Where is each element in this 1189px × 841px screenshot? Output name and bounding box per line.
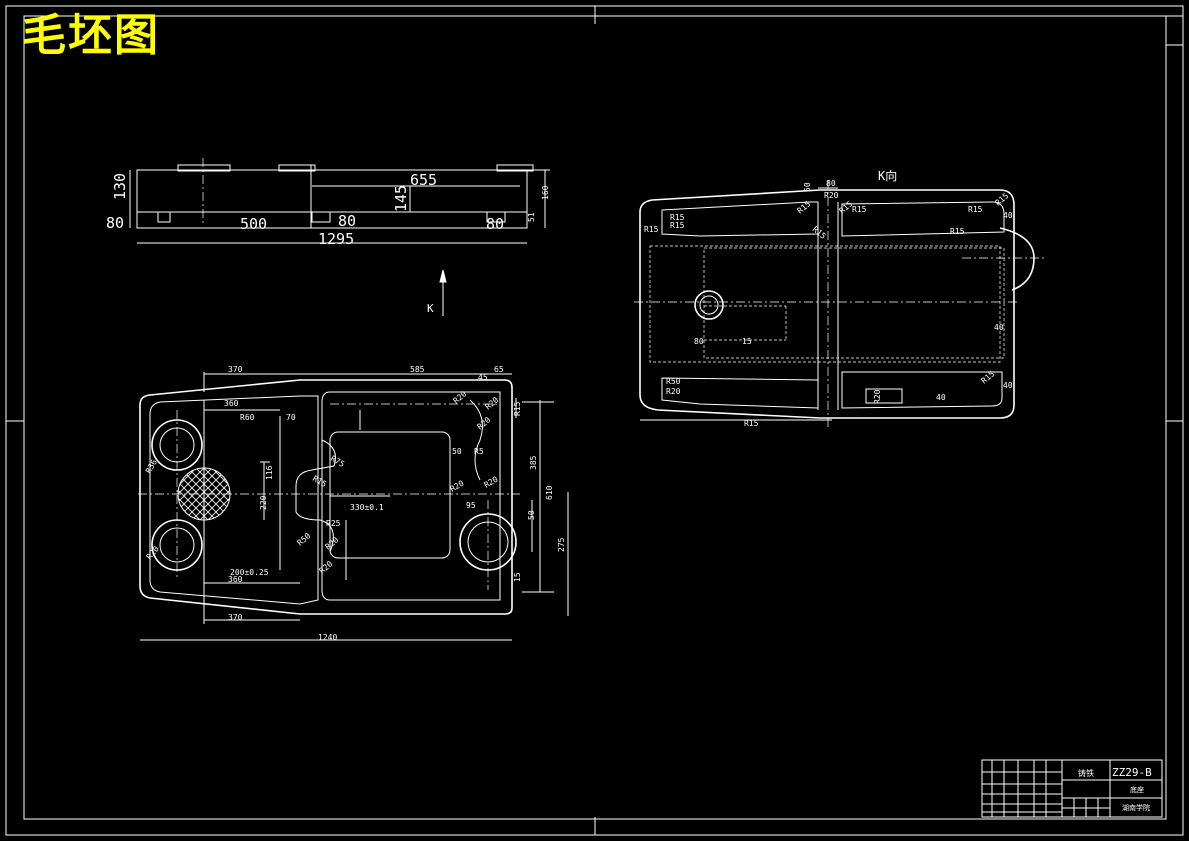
dim-text: R15 (950, 227, 965, 236)
drawing-number: ZZ29-B (1112, 766, 1152, 779)
dim-text: 360 (228, 575, 243, 584)
dim-text: 15 (742, 337, 752, 346)
dim-text: R20 (476, 415, 493, 431)
dim-text: 80 (338, 212, 356, 230)
material-text: 铸铁 (1078, 768, 1094, 778)
arrow-label: K (427, 302, 434, 315)
dim-text: R50 (666, 377, 681, 386)
dim-text: 585 (410, 365, 425, 374)
dim-text: 1295 (318, 230, 354, 248)
dim-text: R20 (824, 191, 839, 200)
dim-text: 610 (545, 485, 554, 500)
dim-text: R15 (994, 191, 1011, 207)
k-view-dims: 80 50 R20 R15 R15 R15 R15 R15 R15 R15 R1… (644, 179, 1013, 428)
dim-text: 655 (410, 171, 437, 189)
dim-text: R20 (873, 389, 882, 404)
school-name: 湖南学院 (1122, 803, 1150, 812)
dim-text: 500 (240, 215, 267, 233)
dim-text: 1240 (318, 633, 337, 642)
title-block: 铸铁 ZZ29-B 底座 湖南学院 (981, 759, 1163, 818)
view-label: K向 (878, 168, 897, 183)
dim-text: 370 (228, 613, 243, 622)
dim-text: R25 (326, 519, 341, 528)
centering-marks (6, 6, 1183, 835)
dim-text: R20 (666, 387, 681, 396)
dim-text: 80 (486, 215, 504, 233)
drawing-title: 毛坯图 (22, 10, 160, 61)
dim-text: 95 (466, 501, 476, 510)
part-name: 底座 (1130, 785, 1144, 794)
dim-text: 51 (527, 212, 536, 222)
dim-text: 40 (994, 323, 1004, 332)
dim-text: 15 (513, 572, 522, 582)
dim-text: 160 (541, 185, 550, 200)
dim-text: R20 (449, 479, 466, 494)
dim-text: 40 (936, 393, 946, 402)
dim-text: 45 (478, 373, 488, 382)
dim-text: 130 (111, 173, 129, 200)
dim-text: 70 (286, 413, 296, 422)
front-view (129, 158, 550, 244)
dim-text: R15 (968, 205, 983, 214)
plan-view (138, 372, 569, 641)
dim-text: 65 (494, 365, 504, 374)
dim-text: R20 (145, 544, 161, 561)
dim-text: 40 (1003, 211, 1013, 220)
dim-text: R20 (324, 535, 341, 551)
dim-text: R15 (644, 225, 659, 234)
dim-text: R15 (852, 205, 867, 214)
dim-text: 370 (228, 365, 243, 374)
front-view-dims: 130 80 655 145 160 500 80 80 51 1295 (106, 171, 550, 248)
dim-text: R5 (474, 447, 484, 456)
dim-text: 50 (452, 447, 462, 456)
dim-text: 40 (1003, 381, 1013, 390)
dim-text: 80 (694, 337, 704, 346)
k-view (634, 180, 1044, 430)
dim-text: 220 (259, 495, 268, 510)
dim-text: R15 (513, 401, 522, 416)
dim-text: 330±0.1 (350, 503, 384, 512)
dim-text: R20 (483, 475, 500, 490)
dim-text: R15 (311, 474, 328, 489)
dim-text: 145 (392, 185, 410, 212)
dim-text: R15 (811, 225, 828, 241)
dim-text: R15 (670, 221, 685, 230)
dim-text: 116 (265, 465, 274, 480)
dim-text: 200±0.25 (230, 568, 269, 577)
dim-text: R60 (240, 413, 255, 422)
k-arrow: K (427, 269, 447, 316)
dim-text: R15 (670, 213, 685, 222)
dim-text: R50 (296, 531, 313, 547)
dim-text: 50 (527, 510, 536, 520)
dim-text: 360 (224, 399, 239, 408)
dim-text: 80 (106, 214, 124, 232)
dim-text: 50 (803, 182, 812, 192)
dim-text: R20 (484, 395, 501, 411)
dim-text: 80 (826, 179, 836, 188)
dim-text: R15 (744, 419, 759, 428)
dim-text: 385 (529, 455, 538, 470)
dim-text: R20 (318, 559, 335, 575)
dim-text: 275 (557, 537, 566, 552)
